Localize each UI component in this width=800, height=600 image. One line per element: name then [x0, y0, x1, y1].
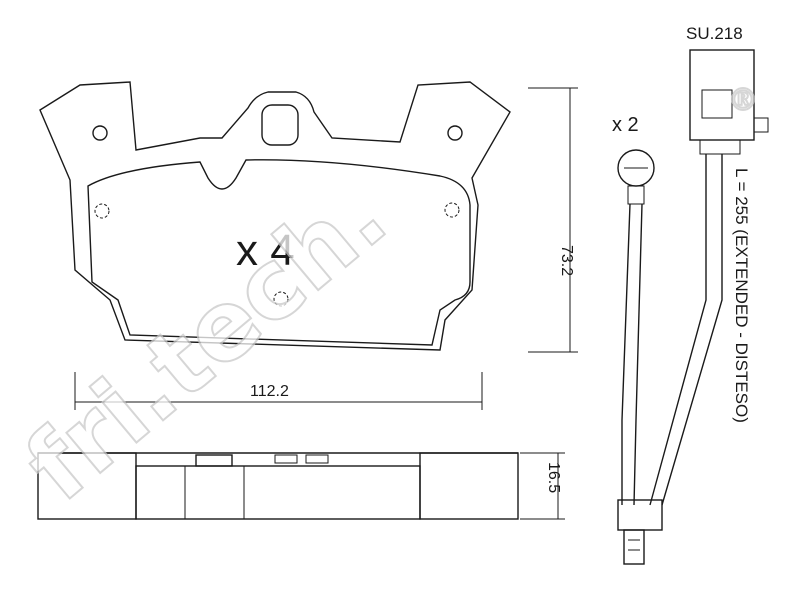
- mounting-hole-right: [447, 125, 463, 141]
- sensor-wire: [621, 154, 723, 506]
- height-dimension-label: 73.2: [558, 245, 575, 276]
- sensor-code-label: SU.218: [686, 24, 743, 43]
- sensor-quantity-label: x 2: [612, 114, 639, 136]
- sensor-plug: [617, 499, 663, 531]
- pad-friction-material: [87, 159, 471, 346]
- wear-hole-bottom: [273, 291, 289, 307]
- wear-hole-left: [94, 203, 110, 219]
- center-slot: [261, 104, 299, 146]
- side-view-friction: [135, 465, 421, 520]
- pad-quantity-label: x 4: [236, 226, 295, 275]
- mounting-hole-left: [92, 125, 108, 141]
- thickness-dimension-label: 16.5: [545, 462, 562, 493]
- wear-hole-right: [444, 202, 460, 218]
- watermark-registered-mark: ®: [728, 83, 758, 118]
- width-dimension-label: 112.2: [250, 383, 289, 400]
- watermark-logo: fri.tech.: [5, 160, 407, 523]
- pad-backing-plate: [39, 81, 511, 351]
- sensor-length-label: L = 255 (EXTENDED - DISTESO): [732, 168, 751, 423]
